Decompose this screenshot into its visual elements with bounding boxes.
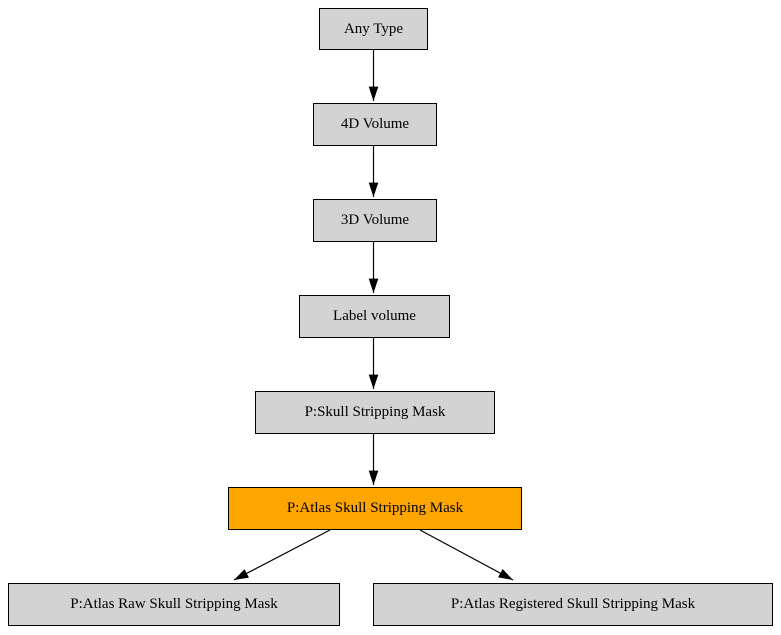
node-3d-volume[interactable]: 3D Volume [313, 199, 437, 242]
edge-p-atlas-skull-stripping-mask-to-p-atlas-registered-skull-stripping-mask [419, 529, 514, 581]
node-any-type[interactable]: Any Type [319, 8, 428, 50]
node-p-skull-stripping-mask-label: P:Skull Stripping Mask [304, 404, 446, 420]
node-4d-volume-label: 4D Volume [340, 116, 410, 132]
node-4d-volume[interactable]: 4D Volume [313, 103, 437, 146]
node-label-volume[interactable]: Label volume [299, 295, 450, 338]
node-3d-volume-label: 3D Volume [340, 212, 410, 228]
node-label-volume-label: Label volume [333, 308, 416, 324]
node-p-atlas-registered-skull-stripping-mask[interactable]: P:Atlas Registered Skull Stripping Mask [373, 583, 773, 626]
node-p-skull-stripping-mask[interactable]: P:Skull Stripping Mask [255, 391, 495, 434]
node-p-atlas-skull-stripping-mask[interactable]: P:Atlas Skull Stripping Mask [228, 487, 522, 530]
edge-p-atlas-skull-stripping-mask-to-p-atlas-raw-skull-stripping-mask [233, 529, 331, 581]
node-any-type-label: Any Type [343, 20, 404, 37]
node-p-atlas-raw-skull-stripping-mask[interactable]: P:Atlas Raw Skull Stripping Mask [8, 583, 340, 626]
node-p-atlas-registered-skull-stripping-mask-label: P:Atlas Registered Skull Stripping Mask [450, 596, 696, 612]
node-p-atlas-skull-stripping-mask-label: P:Atlas Skull Stripping Mask [286, 500, 464, 516]
node-p-atlas-raw-skull-stripping-mask-label: P:Atlas Raw Skull Stripping Mask [70, 596, 278, 612]
